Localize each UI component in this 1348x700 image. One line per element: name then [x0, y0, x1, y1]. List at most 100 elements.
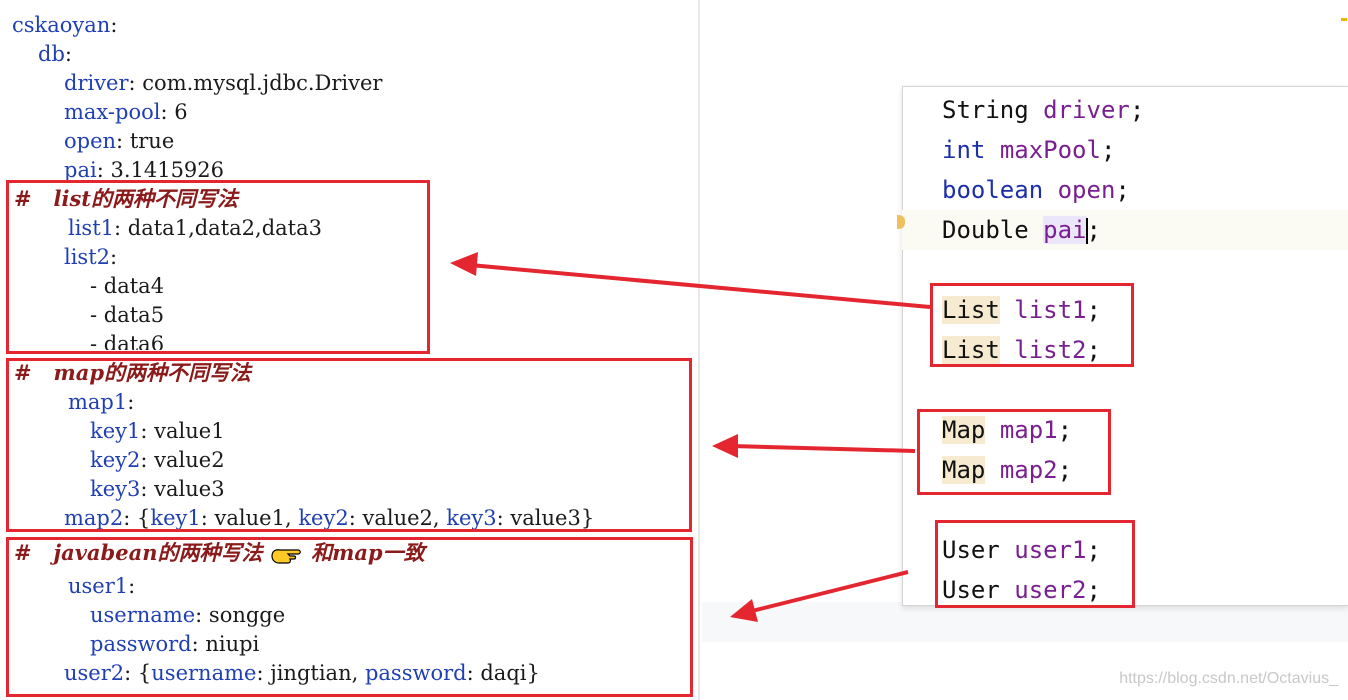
user-arrow: [747, 570, 909, 614]
yaml-key: key2: [90, 448, 141, 472]
java-line-list1: List list1;: [942, 296, 1101, 324]
yaml-value: value3: [510, 506, 581, 530]
list-item: - data6: [90, 332, 165, 350]
yaml-line-map2: map2: {key1: value1, key2: value2, key3:…: [64, 506, 595, 530]
java-type: Double: [942, 216, 1029, 244]
map-arrow: [731, 444, 916, 453]
java-field: user2: [1014, 576, 1087, 604]
yaml-value: niupi: [205, 632, 260, 656]
java-type: User: [942, 536, 1000, 564]
text-caret: [1085, 218, 1088, 244]
yaml-value: 6: [174, 100, 188, 124]
map-entry: key3: value3: [90, 477, 225, 501]
yaml-key: username: [90, 603, 196, 627]
yaml-line-driver: driver: com.mysql.jdbc.Driver: [64, 71, 383, 95]
list-arrow: [469, 263, 931, 309]
list-item: - data5: [90, 303, 165, 327]
yaml-line-maxpool: max-pool: 6: [64, 100, 188, 124]
java-type: String: [942, 96, 1029, 124]
java-field: driver: [1043, 96, 1130, 124]
yaml-key: map2: [64, 506, 124, 530]
java-line-user2: User user2;: [942, 576, 1101, 604]
yaml-line-username: username: songge: [90, 603, 286, 627]
yaml-key: db: [38, 42, 65, 66]
yaml-key: password: [364, 661, 467, 685]
java-field: list1: [1014, 296, 1087, 324]
yaml-editor-pane[interactable]: [0, 0, 700, 700]
map-entry: key1: value1: [90, 419, 225, 443]
yaml-value: value2: [362, 506, 433, 530]
list-comment: # list的两种不同写法: [14, 186, 239, 211]
map-arrowhead: [712, 434, 738, 458]
java-line-map1: Map map1;: [942, 416, 1073, 444]
java-type: Map: [942, 456, 986, 484]
yaml-key: open: [64, 129, 117, 153]
current-line-highlight: [902, 210, 1348, 250]
yaml-value: daqi: [480, 661, 527, 685]
yaml-key: driver: [64, 71, 129, 95]
map-entry: key2: value2: [90, 448, 225, 472]
java-type: User: [942, 576, 1000, 604]
yaml-value: songge: [208, 603, 286, 627]
editor-background-row: [702, 602, 1348, 642]
yaml-key: user1: [68, 574, 129, 598]
map-comment: # map的两种不同写法: [14, 360, 252, 385]
yaml-key: key3: [446, 506, 497, 530]
yaml-key: list1: [68, 216, 115, 240]
user-arrowhead: [730, 599, 758, 622]
yaml-key: cskaoyan: [12, 13, 111, 37]
yaml-key: list2: [64, 245, 111, 269]
java-line-user1: User user1;: [942, 536, 1101, 564]
yaml-line-user2: user2: {username: jingtian, password: da…: [64, 661, 540, 685]
yaml-line-pai: pai: 3.1415926: [64, 158, 225, 182]
java-line-map2: Map map2;: [942, 456, 1073, 484]
bean-comment-text: # javabean的两种写法: [14, 540, 263, 565]
editor-marker: [1341, 18, 1347, 21]
yaml-key: max-pool: [64, 100, 161, 124]
bulb-icon[interactable]: [897, 215, 905, 229]
list-arrowhead: [450, 252, 478, 276]
yaml-value: 3.1415926: [110, 158, 225, 182]
java-type: boolean: [942, 176, 1044, 204]
yaml-line-password: password: niupi: [90, 632, 260, 656]
yaml-line-root: cskaoyan:: [12, 13, 118, 37]
yaml-value: value1: [214, 506, 285, 530]
java-field: map1: [999, 416, 1058, 444]
yaml-line-list1: list1: data1,data2,data3: [68, 216, 322, 240]
yaml-value: value3: [154, 477, 225, 501]
yaml-line-open: open: true: [64, 129, 175, 153]
yaml-value: value2: [154, 448, 225, 472]
list-item: - data4: [90, 274, 165, 298]
yaml-line-user1: user1:: [68, 574, 136, 598]
java-line-open: boolean open;: [942, 176, 1130, 204]
java-field: open: [1057, 176, 1116, 204]
yaml-line-map1: map1:: [68, 390, 135, 414]
yaml-line-list2: list2:: [64, 245, 118, 269]
java-field: user1: [1014, 536, 1087, 564]
java-field: map2: [999, 456, 1058, 484]
java-line-maxpool: int maxPool;: [942, 136, 1116, 164]
yaml-line-db: db:: [38, 42, 72, 66]
watermark-text: https://blog.csdn.net/Octavius_: [1119, 670, 1338, 687]
yaml-value: jingtian: [270, 661, 352, 685]
java-type: int: [942, 136, 986, 164]
java-type: Map: [942, 416, 986, 444]
yaml-value: true: [129, 129, 175, 153]
yaml-key: map1: [68, 390, 128, 414]
pointing-hand-icon: [270, 540, 304, 565]
java-line-list2: List list2;: [942, 336, 1101, 364]
yaml-value: value1: [154, 419, 225, 443]
java-type: List: [942, 336, 1000, 364]
bean-comment: # javabean的两种写法 和map一致: [14, 538, 425, 567]
yaml-key: key1: [90, 419, 141, 443]
yaml-key: key2: [298, 506, 349, 530]
java-field[interactable]: pai: [1043, 216, 1087, 244]
yaml-key: key1: [150, 506, 201, 530]
yaml-key: pai: [64, 158, 97, 182]
java-field: maxPool: [999, 136, 1101, 164]
yaml-value: com.mysql.jdbc.Driver: [142, 71, 383, 95]
java-line-pai: Double pai;: [942, 216, 1101, 244]
yaml-key: user2: [64, 661, 125, 685]
yaml-key: key3: [90, 477, 141, 501]
